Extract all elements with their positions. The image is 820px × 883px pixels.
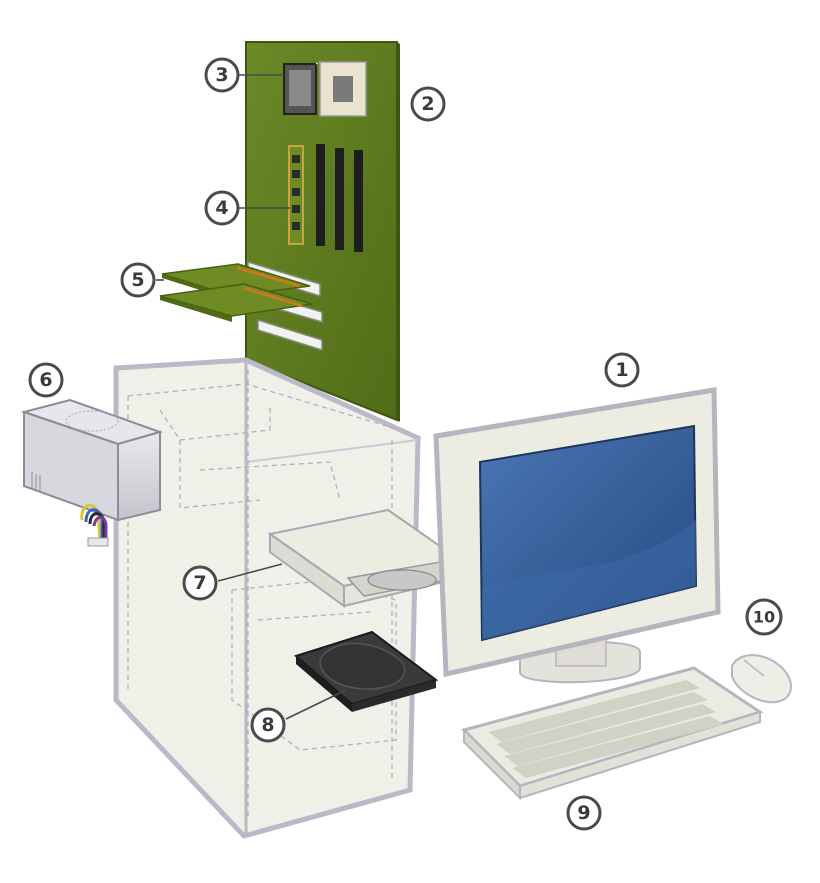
optical-drive xyxy=(267,508,470,608)
callout-6: 6 xyxy=(28,362,64,398)
callout-1: 1 xyxy=(604,352,640,388)
power-supply xyxy=(20,398,164,547)
callout-9: 9 xyxy=(566,795,602,831)
leader-lines xyxy=(156,74,347,720)
callout-9-label: 9 xyxy=(577,802,590,824)
callout-4: 4 xyxy=(204,190,240,226)
callout-5: 5 xyxy=(120,262,156,298)
callout-3-label: 3 xyxy=(215,64,228,86)
callout-8: 8 xyxy=(250,707,286,743)
cpu xyxy=(283,61,367,117)
expansion-cards xyxy=(159,263,313,322)
power-cables xyxy=(80,503,109,547)
callout-10: 10 xyxy=(745,598,783,636)
callout-4-label: 4 xyxy=(215,197,228,219)
callout-7-label: 7 xyxy=(193,572,206,594)
mouse xyxy=(731,654,792,704)
callout-6-label: 6 xyxy=(39,369,52,391)
callout-1-label: 1 xyxy=(615,359,628,381)
callout-2-label: 2 xyxy=(421,93,434,115)
keyboard xyxy=(461,666,764,801)
monitor xyxy=(433,387,721,684)
callout-5-label: 5 xyxy=(131,269,144,291)
callout-7: 7 xyxy=(182,565,218,601)
callout-10-label: 10 xyxy=(753,608,775,627)
callout-3: 3 xyxy=(204,57,240,93)
callout-2: 2 xyxy=(410,86,446,122)
callout-8-label: 8 xyxy=(261,714,274,736)
ram xyxy=(288,144,363,252)
hard-disk-drive xyxy=(293,630,439,712)
